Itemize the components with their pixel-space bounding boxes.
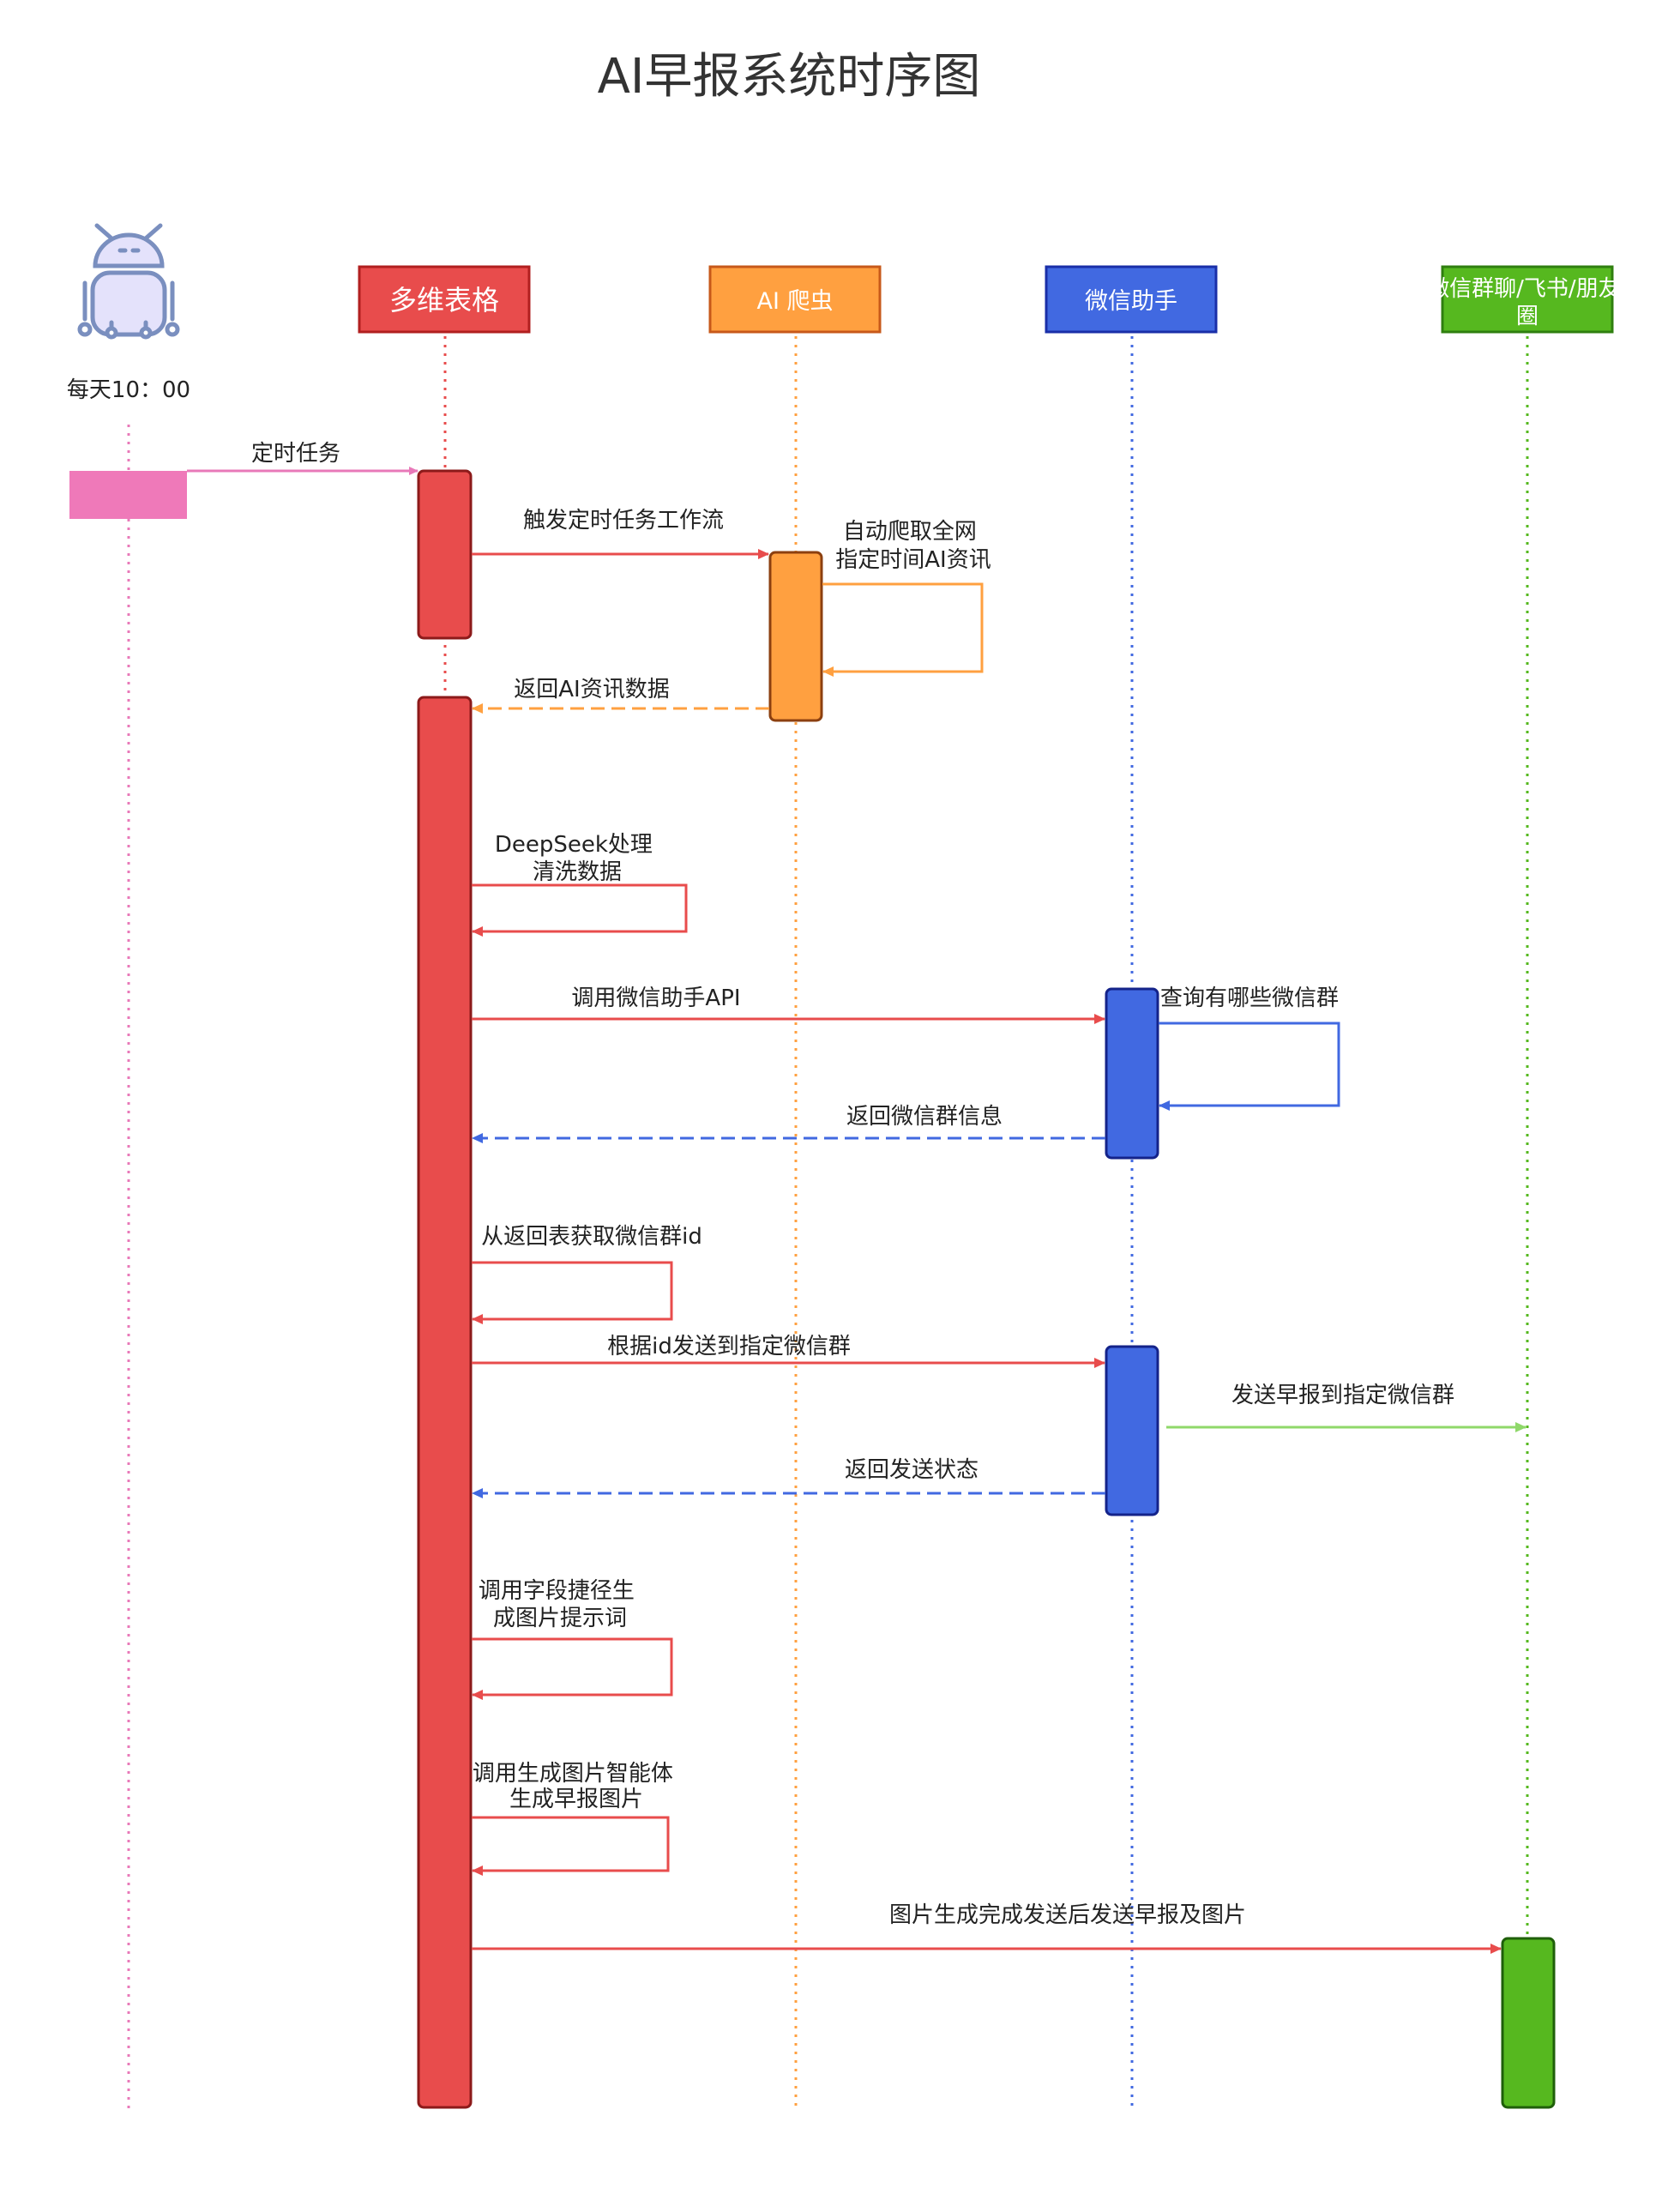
activation-wechat-1	[1105, 987, 1159, 1160]
participant-label: 微信助手	[1085, 288, 1177, 315]
activation-table-2	[417, 696, 473, 2109]
participant-target: 微信群聊/飞书/朋友 圈	[1427, 265, 1628, 334]
message-label: 调用微信助手API	[571, 986, 740, 1011]
activation-crawler	[768, 551, 823, 722]
self-message-arrow	[472, 883, 688, 937]
message-label: 调用字段捷径生 成图片提示词	[479, 1578, 641, 1631]
self-message-arrow	[1159, 1022, 1340, 1111]
message-label: 触发定时任务工作流	[523, 508, 724, 533]
message-label: 从返回表获取微信群id	[481, 1224, 702, 1250]
self-message-arrow	[822, 582, 984, 677]
message-label: DeepSeek处理 清洗数据	[495, 832, 659, 885]
participant-table: 多维表格	[358, 265, 531, 334]
message-label: 返回微信群信息	[846, 1104, 1003, 1130]
activation-trigger	[69, 471, 187, 519]
message-label: 查询有哪些微信群	[1160, 986, 1339, 1011]
participant-label: 多维表格	[389, 284, 499, 316]
self-message-arrow	[472, 1637, 673, 1700]
activation-target	[1501, 1937, 1556, 2109]
participant-label: 微信群聊/飞书/朋友 圈	[1427, 276, 1628, 329]
participant-wechat: 微信助手	[1045, 265, 1218, 334]
message-label: 返回发送状态	[845, 1457, 978, 1483]
self-message-arrow	[472, 1261, 673, 1324]
message-label: 定时任务	[251, 441, 340, 467]
message-label: 图片生成完成发送后发送早报及图片	[889, 1902, 1246, 1928]
trigger-label: 每天10：00	[67, 377, 190, 403]
activation-table-1	[417, 469, 473, 640]
participant-label: AI 爬虫	[756, 288, 833, 315]
message-label: 根据id发送到指定微信群	[607, 1334, 851, 1359]
message-label: 调用生成图片智能体 生成早报图片	[473, 1761, 680, 1812]
participant-crawler: AI 爬虫	[708, 265, 882, 334]
robot-icon	[77, 223, 180, 340]
self-message-arrow	[472, 1816, 670, 1876]
activation-wechat-2	[1105, 1345, 1159, 1516]
diagram-title: AI早报系统时序图	[598, 49, 981, 105]
message-label: 返回AI资讯数据	[514, 677, 669, 702]
message-label: 自动爬取全网 指定时间AI资讯	[835, 519, 991, 573]
message-label: 发送早报到指定微信群	[1231, 1383, 1454, 1408]
